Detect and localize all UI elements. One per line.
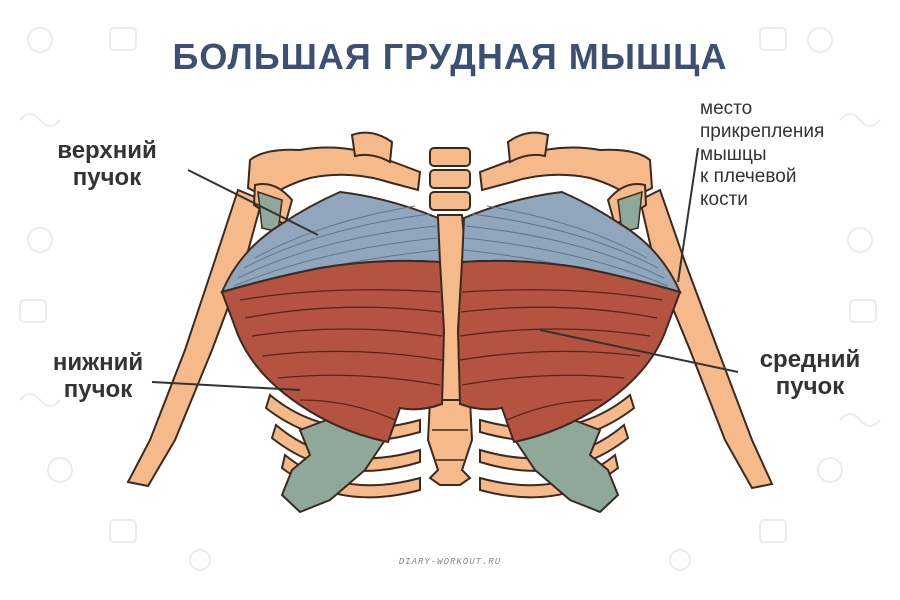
site-watermark: DIARY-WORKOUT.RU (398, 557, 502, 567)
label-insertion-line-2: прикрепления (700, 120, 825, 142)
label-lower-line-1: нижний (52, 349, 144, 376)
sternal-head-left (220, 259, 446, 444)
sternal-head-right (456, 259, 682, 444)
arm-bone-right (638, 188, 774, 490)
leader-lower (151, 381, 301, 391)
label-middle-bundle: средний пучок (740, 346, 880, 401)
label-lower-bundle: нижний пучок (38, 349, 158, 404)
label-insertion-line-4: к плечевой (700, 166, 797, 188)
label-upper-line-1: верхний (57, 137, 157, 164)
label-insertion-line-3: мышцы (700, 143, 767, 165)
arm-bone-left (126, 188, 264, 488)
diagram-title: БОЛЬШАЯ ГРУДНАЯ МЫШЦА (172, 36, 728, 77)
label-upper-line-2: пучок (72, 163, 142, 191)
label-insertion-point: место прикрепления мышцы к плечевой кост… (700, 98, 890, 212)
label-insertion-line-5: кости (700, 189, 748, 211)
label-middle-line-1: средний (759, 346, 861, 373)
label-upper-bundle: верхний пучок (42, 137, 172, 192)
leader-insertion (677, 147, 699, 283)
sternum-xiphoid (426, 399, 474, 486)
leader-upper (187, 169, 319, 236)
label-middle-line-2: пучок (775, 372, 845, 400)
leader-lines (151, 147, 739, 391)
label-lower-line-2: пучок (63, 375, 133, 403)
spine-vertebrae (429, 147, 471, 211)
leader-middle (539, 329, 739, 373)
label-insertion-line-1: место (700, 98, 753, 119)
